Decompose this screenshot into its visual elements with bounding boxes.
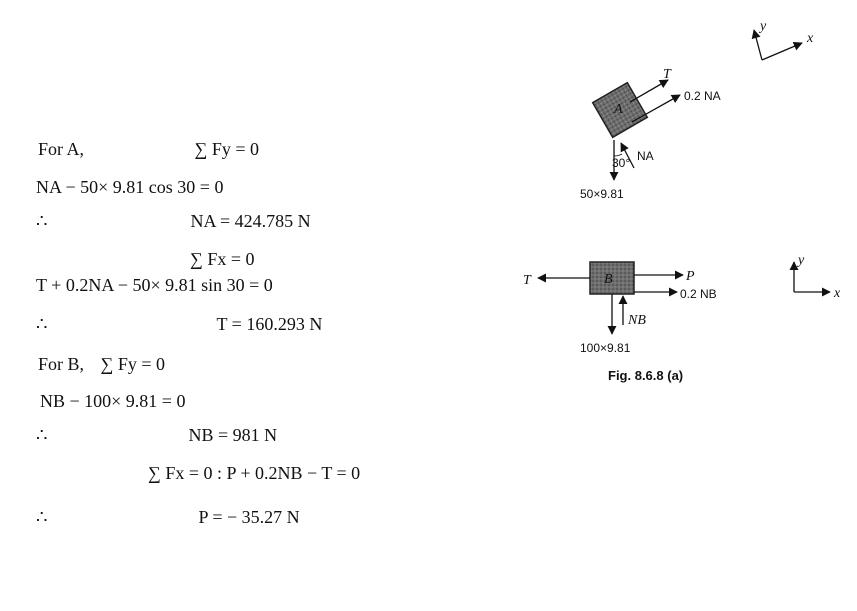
eq-t-balance: T + 0.2NA − 50× 9.81 sin 30 = 0: [36, 275, 273, 295]
angle-label: 30°: [612, 156, 630, 170]
therefore-symbol: ∴: [36, 425, 48, 445]
label-for-a: For A,: [38, 139, 85, 159]
axis-x-label: x: [806, 31, 814, 46]
block-b-label: B: [604, 272, 613, 287]
eq-na-balance: NA − 50× 9.81 cos 30 = 0: [36, 177, 224, 197]
force-friction-label-b: 0.2 NB: [680, 287, 717, 301]
eq-sum-fx-a: ∑ Fx = 0: [190, 249, 255, 269]
horizontal-axes: x y: [789, 253, 841, 301]
block-b-diagram: B T P 0.2 NB NB 100×9.81: [523, 261, 717, 355]
line-for-b: For B, ∑ Fy = 0: [38, 355, 165, 373]
force-normal-label-a: NA: [637, 149, 654, 163]
therefore-symbol: ∴: [36, 211, 48, 231]
block-a: [591, 81, 649, 139]
force-normal-label-b: NB: [627, 313, 646, 328]
axis-y-label: y: [758, 19, 767, 34]
axis-y-label-b: y: [796, 253, 805, 268]
line-p-result: ∴ P = − 35.27 N: [36, 508, 300, 526]
force-t-label-a: T: [663, 67, 672, 82]
line-na-result: ∴ NA = 424.785 N: [36, 212, 311, 230]
force-p-label: P: [685, 269, 695, 284]
block-b: [589, 261, 635, 295]
line-t-result: ∴ T = 160.293 N: [36, 315, 322, 333]
force-friction-label-a: 0.2 NA: [684, 89, 721, 103]
eq-sum-fy-a: ∑ Fy = 0: [194, 139, 260, 159]
therefore-symbol: ∴: [36, 507, 48, 527]
axis-x-label-b: x: [833, 286, 841, 301]
figure-caption: Fig. 8.6.8 (a): [608, 368, 683, 383]
force-weight-label-a: 50×9.81: [580, 187, 624, 201]
eq-sum-fy-b: ∑ Fy = 0: [100, 354, 166, 374]
eq-sum-fx-b: ∑ Fx = 0 : P + 0.2NB − T = 0: [148, 463, 361, 483]
result-na: NA = 424.785 N: [190, 211, 311, 231]
result-p: P = − 35.27 N: [198, 507, 300, 527]
line-nb-result: ∴ NB = 981 N: [36, 426, 277, 444]
force-t-label-b: T: [523, 273, 532, 288]
block-a-label: A: [613, 102, 623, 117]
inclined-axes: x y: [751, 19, 814, 61]
therefore-symbol: ∴: [36, 314, 48, 334]
label-for-b: For B,: [38, 354, 85, 374]
eq-nb-balance: NB − 100× 9.81 = 0: [40, 391, 186, 411]
result-t: T = 160.293 N: [216, 314, 323, 334]
result-nb: NB = 981 N: [188, 425, 278, 445]
line-for-a: For A, ∑ Fy = 0: [38, 140, 259, 158]
block-a-diagram: A T 0.2 NA NA 50×9.81 30°: [580, 67, 721, 201]
force-weight-label-b: 100×9.81: [580, 341, 631, 355]
